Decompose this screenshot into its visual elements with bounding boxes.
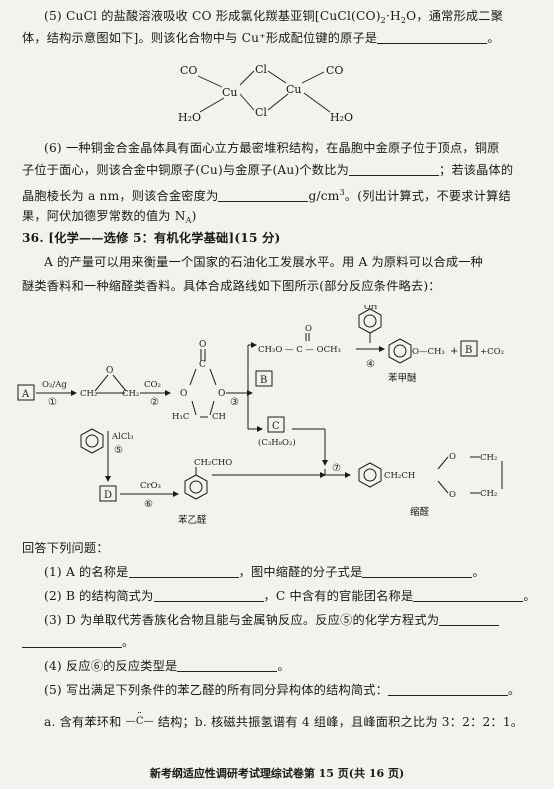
acetal-ch2-top: CH₂: [480, 453, 497, 463]
box-b: [255, 370, 273, 387]
epoxide-ch2-right: CH₂: [122, 389, 139, 399]
carbonate-o-left: O: [180, 389, 187, 399]
box-c: [267, 416, 285, 433]
box-b-product: [460, 340, 478, 357]
label-a: A: [21, 389, 30, 400]
step-4: ④: [366, 359, 375, 370]
q36-intro-2: 醚类香料和一种缩醛类香料。具体合成路线如下图所示(部分反应条件略去)：: [22, 279, 441, 293]
label-d: D: [104, 490, 112, 501]
page-footer: 新考纲适应性调研考试理综试卷第 15 页(共 16 页): [149, 767, 405, 780]
acetal-o-top: O: [449, 452, 456, 462]
box-d: [99, 485, 117, 502]
dimethyl-carbonate: CH₃O — C — OCH₃: [258, 345, 341, 355]
struct-h2o-right: H₂O: [330, 111, 353, 124]
answer-blank[interactable]: [218, 189, 309, 202]
answer-blank[interactable]: [22, 635, 122, 648]
answer-blank[interactable]: [153, 589, 264, 602]
carbonate-ch: CH: [212, 412, 226, 422]
cucl-dimer-structure: CO Cl CO Cu Cu Cl H₂O H₂O: [178, 63, 353, 124]
carbonate-chain-o: O: [305, 324, 312, 334]
struct-cu-right: Cu: [286, 83, 302, 96]
phenol-oh: OH: [364, 305, 378, 311]
q36-intro-1: A 的产量可以用来衡量一个国家的石油化工发展水平。用 A 为原料可以合成一种: [44, 255, 484, 269]
acetal-o-bottom: O: [449, 490, 456, 500]
box-a: [17, 384, 35, 401]
carbonate-o-top: O: [199, 340, 206, 350]
question-1: (1) A 的名称是，图中缩醛的分子式是。: [44, 565, 485, 579]
c-formula: (C₃H₈O₂): [258, 437, 296, 448]
struct-cu-left: Cu: [222, 86, 238, 99]
answer-blank[interactable]: [348, 163, 439, 176]
step-2: ②: [150, 397, 159, 408]
reagent-cro3: CrO₃: [140, 481, 161, 491]
phenylacetaldehyde-ch2cho: CH₂CHO: [194, 458, 232, 468]
questions-intro: 回答下列问题：: [22, 541, 109, 555]
question-5-conditions: a. 含有苯环和 O —C— 结构；b. 核磁共振氢谱有 4 组峰，且峰面积之比…: [44, 712, 538, 730]
carbonate-h3c: H₃C: [172, 412, 189, 422]
step-6: ⑥: [144, 499, 153, 510]
plus-sign: +: [450, 346, 458, 357]
answer-blank[interactable]: [413, 589, 524, 602]
label-b: B: [260, 375, 267, 386]
answer-blank[interactable]: [388, 683, 509, 696]
question-4: (4) 反应⑥的反应类型是。: [44, 659, 290, 673]
answer-blank[interactable]: [439, 613, 500, 626]
question-3-cont: 。: [22, 634, 538, 650]
answer-blank[interactable]: [177, 659, 278, 672]
label-b-product: B: [465, 345, 472, 356]
q5-line-1: (5) CuCl 的盐酸溶液吸收 CO 形成氯化羰基亚铜[CuCl(CO)2·H…: [44, 9, 504, 25]
struct-h2o-left: H₂O: [178, 111, 201, 124]
answer-blank[interactable]: [128, 565, 239, 578]
struct-co-left: CO: [180, 64, 197, 77]
reagent-alcl3: AlCl₃: [111, 432, 134, 442]
question-3: (3) D 为单取代芳香族化合物且能与金属钠反应。反应⑤的化学方程式为: [44, 612, 538, 628]
synthesis-scheme: A O₂/Ag ① O CH₂ CH₂ CO₂ ② O C O O H₃C CH…: [17, 305, 504, 526]
anisole-och3: O—CH₃: [412, 347, 445, 357]
step-1: ①: [48, 397, 57, 408]
reagent-o2ag: O₂/Ag: [42, 380, 67, 390]
answer-blank[interactable]: [362, 565, 473, 578]
question-5: (5) 写出满足下列条件的苯乙醛的所有同分异构体的结构简式：。: [44, 683, 521, 697]
product-co2: +CO₂: [480, 347, 504, 357]
q5-line-2: 体，结构示意图如下]。则该化合物中与 Cu⁺形成配位键的原子是。: [22, 31, 500, 45]
label-anisole: 苯甲醚: [388, 372, 417, 384]
step-5: ⑤: [114, 445, 123, 456]
epoxide-ch2-left: CH₂: [80, 389, 97, 399]
carbonate-c: C: [199, 360, 206, 370]
label-acetal: 缩醛: [410, 506, 430, 518]
question-2: (2) B 的结构简式为，C 中含有的官能团名称是。: [44, 589, 536, 603]
q6-line-1: (6) 一种铜金合金晶体具有面心立方最密堆积结构，在晶胞中金原子位于顶点，铜原: [44, 141, 500, 155]
q36-header: 36. [化学——选修 5：有机化学基础](15 分): [22, 231, 281, 245]
acetal-ch2ch: CH₂CH: [384, 471, 415, 481]
struct-cl-top: Cl: [255, 63, 267, 76]
label-phenylacetaldehyde: 苯乙醛: [178, 514, 207, 526]
reagent-co2: CO₂: [144, 380, 161, 390]
carbonyl-structure: O —C—: [126, 712, 154, 728]
epoxide-o: O: [106, 366, 113, 376]
step-3: ③: [230, 397, 239, 408]
acetal-ch2-bottom: CH₂: [480, 489, 497, 499]
carbonate-o-right: O: [218, 389, 225, 399]
q6-line-4: 果，阿伏加德罗常数的值为 NA): [22, 209, 197, 225]
step-7: ⑦: [332, 463, 341, 474]
answer-blank[interactable]: [377, 31, 488, 44]
struct-co-right: CO: [326, 64, 343, 77]
q6-line-2: 子位于面心，则该合金中铜原子(Cu)与金原子(Au)个数比为；若该晶体的: [22, 163, 514, 177]
label-c: C: [272, 421, 280, 432]
struct-cl-bottom: Cl: [255, 106, 267, 119]
